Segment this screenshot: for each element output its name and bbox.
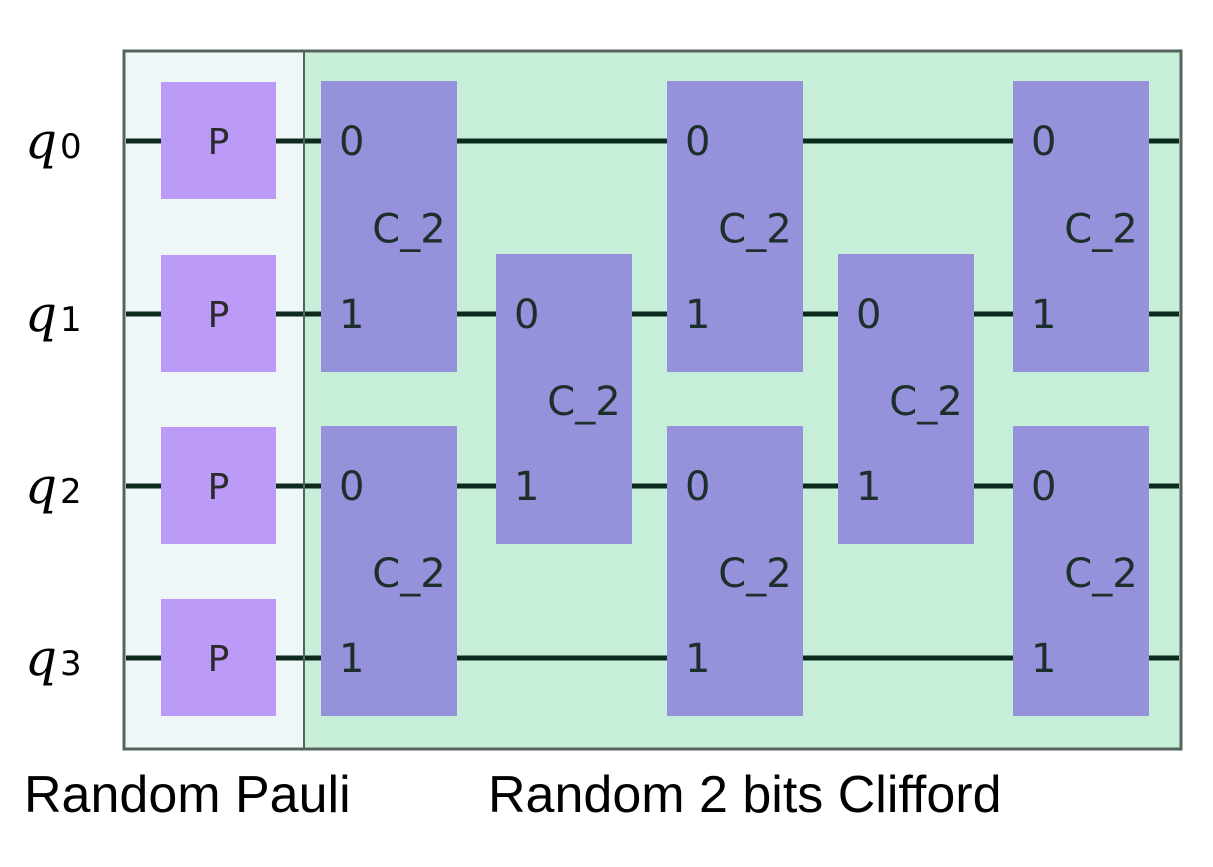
qubit-label: q2 bbox=[25, 457, 82, 515]
clifford-port-label: 0 bbox=[339, 464, 364, 510]
clifford-port-label: 0 bbox=[339, 119, 364, 165]
clifford-gate-label: C_2 bbox=[372, 551, 445, 597]
pauli-gate-label: P bbox=[208, 122, 230, 163]
clifford-port-label: 1 bbox=[1031, 636, 1056, 682]
pauli-gate: P bbox=[161, 427, 276, 544]
clifford-gate-label: C_2 bbox=[547, 379, 620, 425]
clifford-gate-label: C_2 bbox=[718, 551, 791, 597]
pauli-gate-label: P bbox=[208, 639, 230, 680]
pauli-gate: P bbox=[161, 255, 276, 372]
caption-random-pauli: Random Pauli bbox=[24, 766, 351, 824]
pauli-gate: P bbox=[161, 82, 276, 199]
pauli-gate-label: P bbox=[208, 467, 230, 508]
clifford-gate: 0 1C_2 bbox=[838, 254, 974, 544]
clifford-port-label: 1 bbox=[339, 292, 364, 338]
clifford-gate: 0 1C_2 bbox=[321, 426, 457, 716]
clifford-gate: 0 1C_2 bbox=[667, 426, 803, 716]
clifford-port-label: 1 bbox=[514, 464, 539, 510]
clifford-port-label: 0 bbox=[514, 292, 539, 338]
qubit-label: q3 bbox=[25, 629, 82, 687]
clifford-gate: 0 1C_2 bbox=[321, 81, 457, 372]
clifford-gate: 0 1C_2 bbox=[1013, 81, 1149, 372]
clifford-port-label: 1 bbox=[685, 292, 710, 338]
clifford-gate-label: C_2 bbox=[1064, 551, 1137, 597]
circuit-frame bbox=[122, 49, 1183, 751]
qubit-label: q0 bbox=[25, 112, 82, 170]
clifford-port-label: 0 bbox=[685, 464, 710, 510]
clifford-gate-label: C_2 bbox=[372, 207, 445, 253]
clifford-port-label: 0 bbox=[856, 292, 881, 338]
clifford-gate-label: C_2 bbox=[1064, 207, 1137, 253]
clifford-gate: 0 1C_2 bbox=[1013, 426, 1149, 716]
clifford-gate-label: C_2 bbox=[889, 379, 962, 425]
qubit-label: q1 bbox=[25, 285, 82, 343]
clifford-port-label: 0 bbox=[1031, 119, 1056, 165]
clifford-port-label: 1 bbox=[339, 636, 364, 682]
pauli-gate-label: P bbox=[208, 295, 230, 336]
clifford-port-label: 1 bbox=[1031, 292, 1056, 338]
clifford-gate-label: C_2 bbox=[718, 207, 791, 253]
clifford-port-label: 0 bbox=[1031, 464, 1056, 510]
caption-random-clifford: Random 2 bits Clifford bbox=[488, 766, 1002, 824]
pauli-gate: P bbox=[161, 599, 276, 716]
clifford-port-label: 0 bbox=[685, 119, 710, 165]
clifford-port-label: 1 bbox=[856, 464, 881, 510]
clifford-gate: 0 1C_2 bbox=[496, 254, 632, 544]
clifford-port-label: 1 bbox=[685, 636, 710, 682]
clifford-gate: 0 1C_2 bbox=[667, 81, 803, 372]
